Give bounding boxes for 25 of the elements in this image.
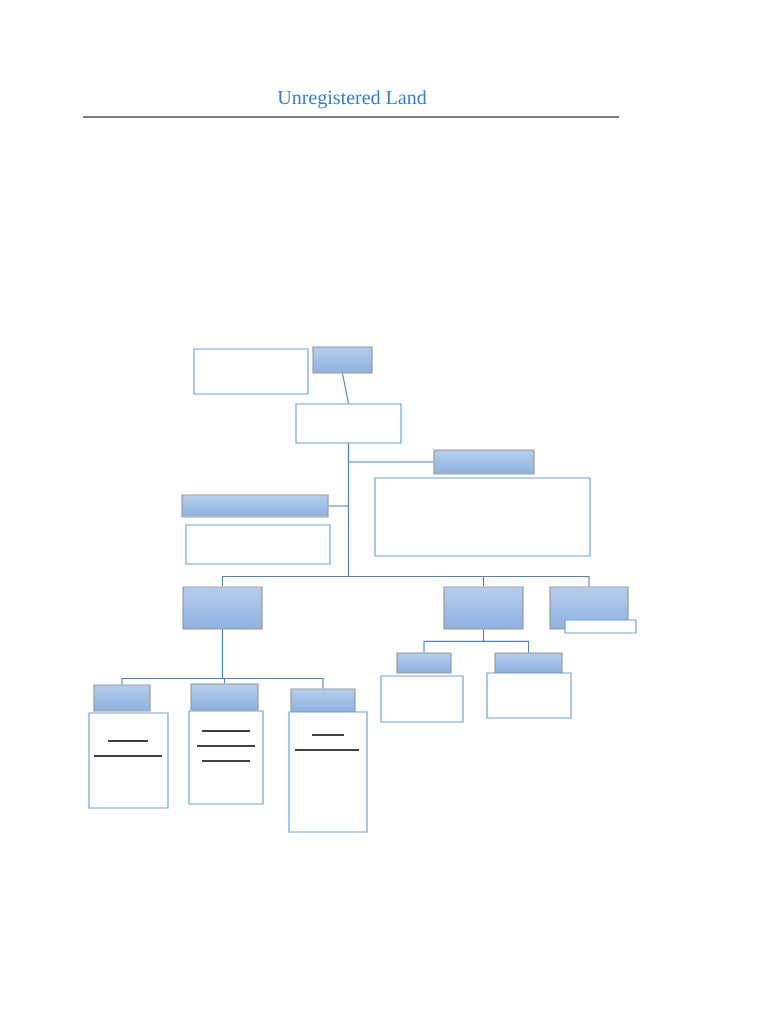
content-box [288,711,368,833]
content-box [486,672,572,719]
header-box [443,586,524,630]
header-box [433,449,535,475]
header-box [396,652,452,674]
connector [221,629,324,689]
header-box [494,652,563,674]
content-box [295,403,402,444]
header-box [290,688,356,713]
header-box [182,586,263,630]
connector [341,373,350,404]
content-box [374,477,591,557]
header-box [312,346,373,374]
content-box [564,619,637,634]
title: Unregistered Land [277,90,427,109]
content-box [185,524,331,565]
header-box [93,684,151,712]
content-box [380,675,464,723]
content-box [193,348,309,395]
content-box [88,712,169,809]
header-box [190,683,259,711]
connector [347,443,590,587]
connector [482,629,530,653]
header-box [181,494,329,518]
content-box [188,710,264,805]
